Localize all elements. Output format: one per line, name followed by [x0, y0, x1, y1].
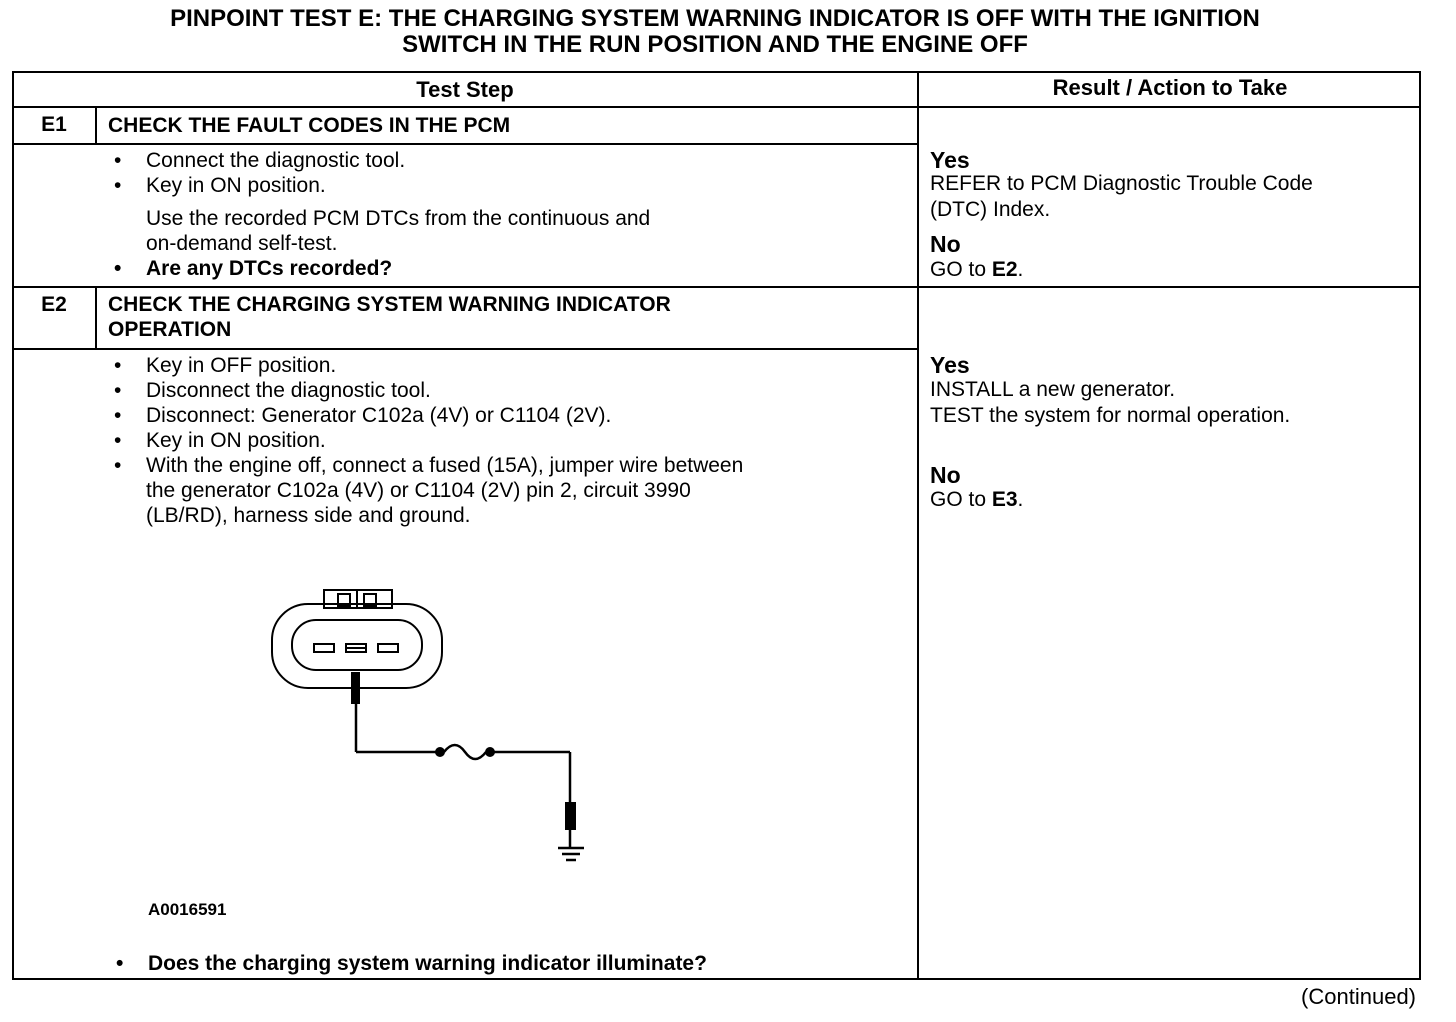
- e2-bullet-5-line-3: (LB/RD), harness side and ground.: [146, 504, 471, 527]
- bullet-dot: •: [114, 149, 122, 172]
- e1-bullet-2: • Key in ON position.: [114, 173, 326, 198]
- e1-id-divider: [95, 106, 97, 144]
- fuse-icon: [435, 743, 495, 761]
- bullet-dot: •: [114, 404, 122, 427]
- e1-no-target: E2: [991, 258, 1018, 281]
- bullet-dot: •: [114, 429, 122, 452]
- e1-yes-line-2: (DTC) Index.: [930, 198, 1051, 221]
- header-test-step: Test Step: [416, 77, 514, 102]
- e1-bullet-1-text: Connect the diagnostic tool.: [146, 149, 406, 172]
- e2-bullet-5-line-1: With the engine off, connect a fused (15…: [146, 454, 744, 477]
- e2-title-line-1: CHECK THE CHARGING SYSTEM WARNING INDICA…: [108, 293, 671, 316]
- e2-no-prefix: GO to: [930, 488, 992, 511]
- ground-icon: [558, 830, 584, 862]
- e2-no-target: E3: [991, 488, 1018, 511]
- header-divider: [12, 106, 1421, 108]
- probe-icon: [351, 672, 360, 704]
- e1-yes-line-1: REFER to PCM Diagnostic Trouble Code: [930, 172, 1313, 195]
- test-table: [12, 71, 1421, 980]
- bullet-dot: •: [114, 354, 122, 377]
- e2-yes-label: Yes: [930, 352, 970, 378]
- title-line-2: SWITCH IN THE RUN POSITION AND THE ENGIN…: [402, 31, 1028, 58]
- e2-id-divider: [95, 286, 97, 349]
- column-divider: [917, 71, 919, 980]
- e1-note: Use the recorded PCM DTCs from the conti…: [146, 206, 650, 256]
- step-id-e2: E2: [41, 293, 67, 316]
- e2-title-divider: [12, 348, 918, 350]
- title-line-1: PINPOINT TEST E: THE CHARGING SYSTEM WAR…: [170, 5, 1260, 32]
- e2-bullet-3-text: Disconnect: Generator C102a (4V) or C110…: [146, 404, 612, 427]
- e1-yes-label: Yes: [930, 147, 970, 173]
- e2-bullet-2: • Disconnect the diagnostic tool.: [114, 378, 431, 403]
- step-title-e1: CHECK THE FAULT CODES IN THE PCM: [108, 114, 511, 137]
- e2-yes-action: INSTALL a new generator. TEST the system…: [930, 377, 1290, 429]
- e1-no-suffix: .: [1017, 258, 1024, 281]
- e1-bullet-1: • Connect the diagnostic tool.: [114, 148, 406, 173]
- e1-no-prefix: GO to: [930, 258, 992, 281]
- e1-no-label: No: [930, 231, 961, 257]
- step-title-e2: CHECK THE CHARGING SYSTEM WARNING INDICA…: [108, 292, 671, 342]
- e1-title-divider: [12, 143, 918, 145]
- e1-no-action: GO to E2.: [930, 257, 1023, 283]
- bullet-dot: •: [114, 257, 122, 280]
- e2-bullet-3: • Disconnect: Generator C102a (4V) or C1…: [114, 403, 612, 428]
- e2-no-label: No: [930, 462, 961, 488]
- e2-no-suffix: .: [1017, 488, 1024, 511]
- e1-question-text: Are any DTCs recorded?: [146, 257, 393, 280]
- e2-question-text: Does the charging system warning indicat…: [148, 952, 707, 975]
- bullet-dot: •: [114, 174, 122, 197]
- figure-id: A0016591: [148, 900, 227, 919]
- connector-icon: [271, 589, 443, 689]
- e1-bullet-2-text: Key in ON position.: [146, 174, 326, 197]
- e1-e2-divider: [12, 286, 1421, 288]
- e2-bullet-5: • With the engine off, connect a fused (…: [114, 453, 744, 528]
- e2-question: • Does the charging system warning indic…: [116, 951, 707, 976]
- bullet-dot: •: [114, 454, 122, 477]
- header-result-action: Result / Action to Take: [1052, 75, 1288, 100]
- step-id-e1: E1: [41, 113, 67, 136]
- e2-title-line-2: OPERATION: [108, 318, 232, 341]
- e2-bullet-5-line-2: the generator C102a (4V) or C1104 (2V) p…: [146, 479, 691, 502]
- jumper-wire-diagram: [271, 589, 584, 862]
- e2-bullet-4: • Key in ON position.: [114, 428, 326, 453]
- page-title: PINPOINT TEST E: THE CHARGING SYSTEM WAR…: [0, 6, 1430, 58]
- continued-label: (Continued): [1301, 984, 1416, 1009]
- bullet-dot: •: [114, 379, 122, 402]
- e2-bullet-4-text: Key in ON position.: [146, 429, 326, 452]
- e2-yes-line-2: TEST the system for normal operation.: [930, 404, 1291, 427]
- e2-bullet-2-text: Disconnect the diagnostic tool.: [146, 379, 431, 402]
- e2-yes-line-1: INSTALL a new generator.: [930, 378, 1176, 401]
- bullet-dot: •: [116, 952, 124, 975]
- e1-note-line-2: on-demand self-test.: [146, 232, 338, 255]
- ground-clip-icon: [565, 802, 576, 830]
- e1-note-line-1: Use the recorded PCM DTCs from the conti…: [146, 207, 651, 230]
- e2-no-action: GO to E3.: [930, 487, 1023, 513]
- e2-bullet-1: • Key in OFF position.: [114, 353, 337, 378]
- e1-yes-action: REFER to PCM Diagnostic Trouble Code (DT…: [930, 171, 1313, 223]
- e1-question: • Are any DTCs recorded?: [114, 256, 393, 281]
- e2-bullet-1-text: Key in OFF position.: [146, 354, 337, 377]
